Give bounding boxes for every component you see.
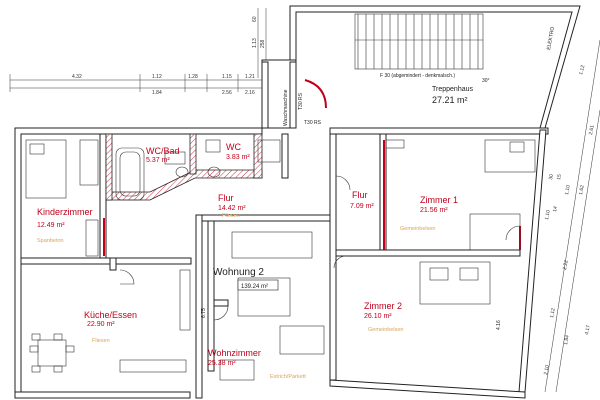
dim-r-4: 2.61 [588,125,596,136]
dim-r-12: 30 [548,174,555,181]
wcbad-area: 5.37 m² [146,157,170,164]
wohnzimmer-area: 25.38 m² [208,360,236,367]
furniture [25,139,536,381]
dim-r-1: 1.12 [578,64,586,75]
zimmer2-name: Zimmer 2 [364,301,402,311]
red-walls [103,79,521,256]
wc-area: 3.83 m² [226,154,250,161]
kueche-area: 22.90 m² [87,321,115,328]
wc-name: WC [226,142,241,152]
dim-top-2: 1.12 [152,74,162,80]
flur-left-name: Flur [218,193,234,203]
dim-r-6: 1.62 [578,185,586,196]
wohnzimmer-name: Wohnzimmer [208,348,261,358]
door-side-label: T30 RS [298,92,304,110]
dim-r-9: 2.10 [543,365,551,376]
apartment-name: Wohnung 2 [213,267,264,278]
chair [53,333,63,341]
dim-top-6: 1.84 [152,90,162,96]
dim-r-7: 2.22 [562,260,570,271]
dim-r-3: 14 [552,206,559,213]
interior-walls [20,133,521,399]
dim-r-13: 15 [556,174,563,181]
treppenhaus-name: Treppenhaus [432,86,473,93]
elektro-label: ELEKTRO [546,26,556,50]
dim-v-2: 1.13 [252,38,258,48]
stair-note: F 30 (abgemindert - denkmalsch.) [380,73,455,79]
side-dimension: 6.75 [201,308,207,318]
top-dimensions: 4.32 1.12 1.28 1.15 1.21 1.84 2.56 2.16 … [9,8,267,96]
dim-top-1: 4.32 [72,74,82,80]
zimmer2-floor: Gemeinbelsen [368,327,403,333]
chair [53,365,63,373]
dim-v-3: 258 [260,39,266,48]
staircase [354,13,484,70]
chair [29,345,39,353]
kueche-name: Küche/Essen [84,310,137,320]
chair [31,333,41,341]
dim-v-1: 60 [252,16,258,22]
stair-angle: 30° [482,78,490,84]
kinderzimmer-floor: Spanbeton [37,238,64,244]
right-dimensions: 1.12 1.10 14 2.61 1.10 1.62 2.22 1.12 2.… [543,39,600,393]
wohnzimmer-floor: Estrich/Parkett [270,374,306,380]
dim-r-10: 1.84 [563,335,571,346]
outer-walls [14,5,581,399]
apartment-area: 139.24 m² [241,284,268,290]
door-swings [119,175,521,321]
dim-top-7: 2.56 [222,90,232,96]
flur-right-area: 7.09 m² [350,203,374,210]
flur-right-name: Flur [352,190,368,200]
zimmer1-name: Zimmer 1 [420,195,458,205]
room-labels: F 30 (abgemindert - denkmalsch.) Treppen… [37,26,556,380]
zimmer2-area: 26.10 m² [364,313,392,320]
dim-r-5: 1.10 [564,185,572,196]
zimmer1-area: 21.56 m² [420,207,448,214]
waschmaschine-label: Waschmaschine [283,89,289,126]
dim-top-4: 1.15 [222,74,232,80]
kueche-floor: Fliesen [92,338,110,344]
chair [65,345,75,353]
dim-r-8: 1.12 [549,308,557,319]
dim-r-11: 4.17 [584,325,592,336]
flur-left-area: 14.42 m² [218,205,246,212]
kinderzimmer-name: Kinderzimmer [37,207,93,217]
treppenhaus-area: 27.21 m² [432,95,468,105]
door-top-label: T30 RS [304,120,322,126]
zimmer1-floor: Gemeinbelsen [400,226,435,232]
chair [31,365,41,373]
dim-top-5: 1.21 [245,74,255,80]
wcbad-name: WC/Bad [146,146,180,156]
dim-top-8: 2.16 [245,90,255,96]
right-dimension: 4.16 [496,320,502,330]
kinderzimmer-area: 12.49 m² [37,222,65,229]
dim-r-2: 1.10 [544,210,552,221]
dim-top-3: 1.28 [188,74,198,80]
flur-left-floor: Fliesen [222,213,240,219]
